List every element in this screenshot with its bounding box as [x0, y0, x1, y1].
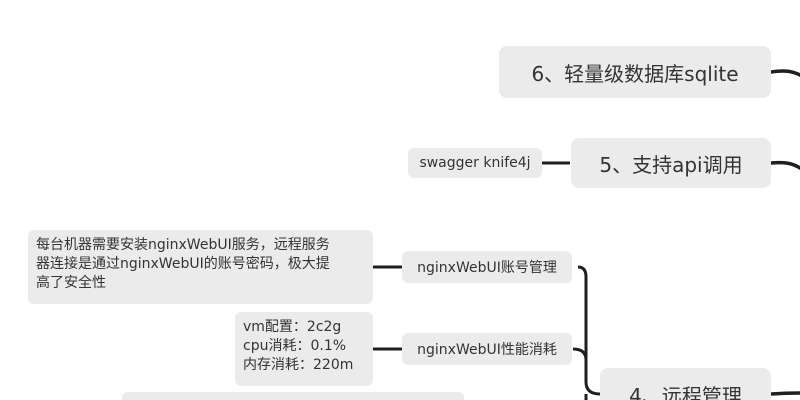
note-cutoff: [122, 392, 464, 400]
subtopic-account[interactable]: nginxWebUI账号管理: [402, 251, 572, 283]
note-performance[interactable]: vm配置：2c2g cpu消耗：0.1% 内存消耗：220m: [235, 312, 373, 386]
topic-remote[interactable]: 4、远程管理: [600, 368, 771, 400]
topic-sqlite[interactable]: 6、轻量级数据库sqlite: [499, 46, 771, 98]
connector-remote-bracket: [577, 265, 601, 396]
connector-remote: [769, 391, 800, 396]
connector-api: [769, 160, 800, 170]
subtopic-swagger[interactable]: swagger knife4j: [408, 148, 542, 178]
connector-sqlite: [769, 69, 800, 77]
connector-perf: [572, 347, 588, 361]
subtopic-performance[interactable]: nginxWebUI性能消耗: [402, 333, 572, 365]
topic-api[interactable]: 5、支持api调用: [571, 138, 771, 188]
note-account[interactable]: 每台机器需要安装nginxWebUI服务，远程服务 器连接是通过nginxWeb…: [28, 230, 373, 304]
